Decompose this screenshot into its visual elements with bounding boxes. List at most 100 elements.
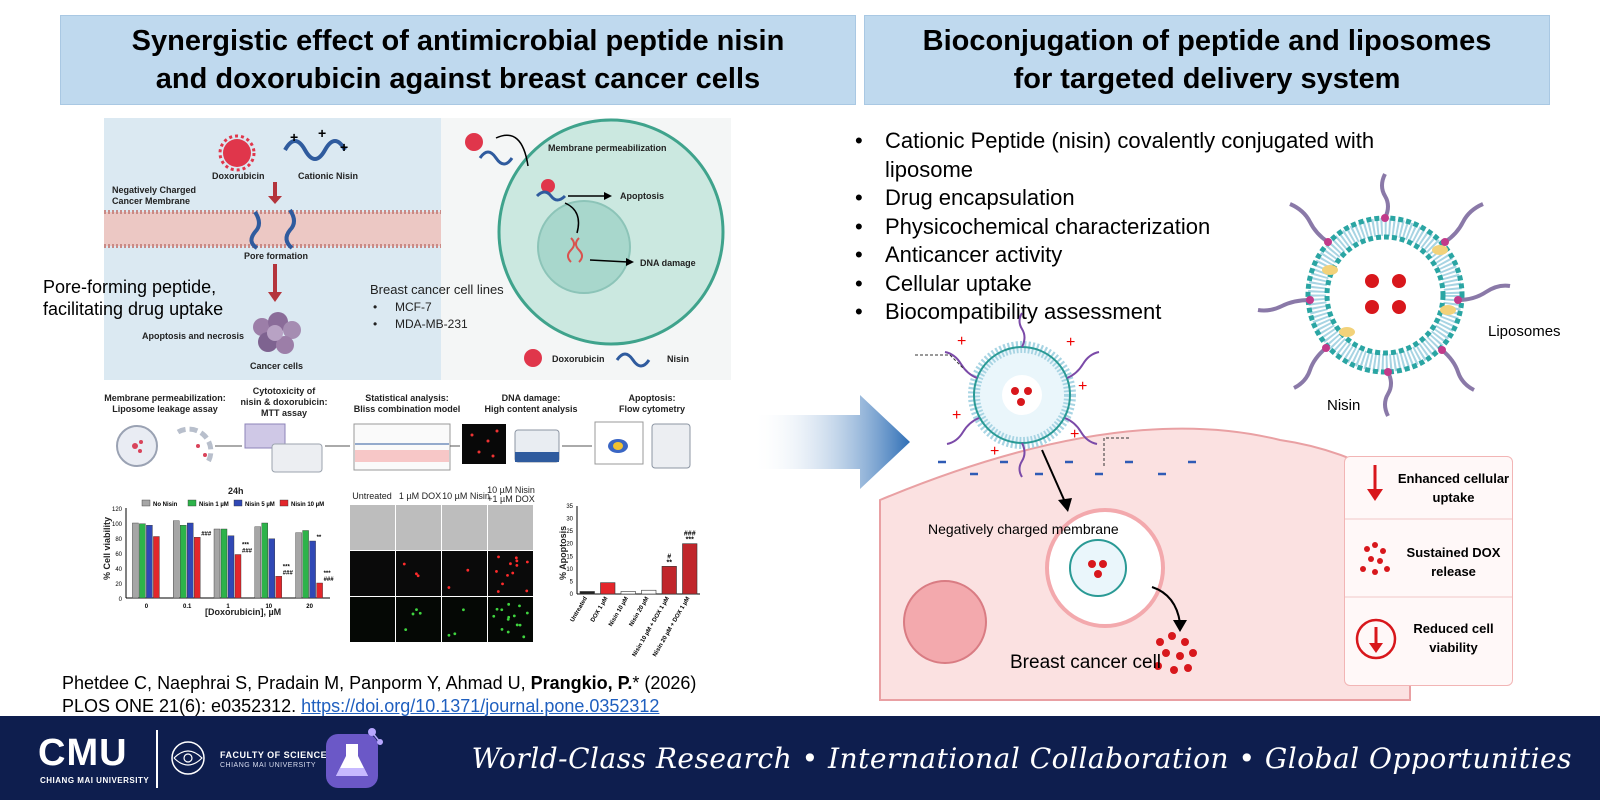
negatively-charged-membrane-label: Negatively charged membrane (928, 521, 1119, 537)
viability-bar (132, 522, 139, 599)
apoptosis-bar (579, 591, 595, 595)
negative-charges (938, 460, 1196, 476)
doxorubicin-label: Doxorubicin (212, 171, 265, 181)
micrograph-stain-dot (416, 574, 420, 578)
micrograph-stain-dot (414, 572, 418, 576)
viability-legend-label: Nisin 5 µM (245, 502, 275, 508)
micrograph-stain-dot (514, 556, 518, 560)
left-panel-title: Synergistic effect of antimicrobial pept… (60, 15, 856, 105)
nisin-liposome-diagram (1257, 173, 1511, 417)
micrograph-stain-dot (492, 614, 496, 618)
micrograph-stain-dot (518, 604, 521, 608)
bullet-item: Anticancer activity (855, 241, 1415, 270)
viability-y-tick: 20 (115, 582, 122, 588)
workflow-3-line1: Statistical analysis: (365, 393, 449, 403)
citation-corresponding-author: Prangkio, P. (530, 673, 633, 693)
viability-y-tick: 120 (112, 507, 123, 513)
doxorubicin-icon (218, 134, 256, 172)
viability-bar (220, 528, 228, 599)
apoptosis-significance-label: ### (684, 531, 696, 538)
micrograph-stain-dot (496, 590, 500, 593)
micrograph-tile (442, 551, 487, 596)
micrograph-stain-dot (447, 633, 451, 637)
viability-significance-label: *** (242, 543, 250, 549)
micrograph-stain-dot (415, 608, 418, 612)
viability-x-tick: 10 (265, 604, 272, 610)
viability-bar (179, 525, 187, 599)
legend-nisin-label: Nisin (667, 354, 689, 364)
micrograph-tile (350, 551, 395, 596)
viability-y-tick: 40 (115, 567, 122, 573)
micrograph-stain-dot (501, 582, 504, 586)
legend-enhanced-uptake-line2: uptake (1432, 490, 1475, 505)
cancer-cells-icon (253, 312, 301, 354)
left-title-line1: Synergistic effect of antimicrobial pept… (131, 25, 785, 57)
left-figure: Doxorubicin + + + Cationic Nisin Negativ… (102, 118, 731, 658)
micrograph-stain-dot (512, 614, 516, 618)
bullet-item: Cellular uptake (855, 270, 1415, 299)
apoptosis-x-tick: Nisin 20 µM (629, 596, 651, 628)
workflow-row: Membrane permeabilization: Liposome leak… (104, 386, 691, 473)
bullet-item: Physicochemical characterization (855, 213, 1415, 242)
apoptosis-y-tick: 35 (566, 504, 573, 510)
legend-enhanced-uptake-line1: Enhanced cellular (1397, 471, 1510, 486)
reduced-viability-icon (1355, 618, 1397, 660)
viability-bar (172, 520, 180, 599)
micrograph-stain-dot (515, 623, 519, 627)
micrograph-stain-dot (411, 612, 415, 616)
viability-bar (234, 554, 242, 599)
legend-doxorubicin-icon (524, 349, 542, 367)
cell-diagram (497, 118, 725, 346)
transition-arrow-icon (752, 395, 910, 489)
micrograph-stain-dot (462, 608, 465, 612)
bullet-item: Cationic Peptide (nisin) covalently conj… (855, 127, 1415, 184)
citation-authors: Phetdee C, Naephrai S, Pradain M, Panpor… (62, 673, 531, 693)
viability-bar (275, 576, 282, 599)
doi-link[interactable]: https://doi.org/10.1371/journal.pone.035… (301, 696, 660, 716)
viability-y-tick: 60 (115, 552, 122, 558)
microscopy-panel: Untreated 1 µM DOX 10 µM Nisin 10 µM Nis… (350, 485, 535, 642)
svg-text:+: + (1066, 334, 1075, 351)
liposome-outside-icon: ++ ++ ++ (915, 312, 1130, 512)
apoptosis-y-tick: 30 (566, 517, 573, 523)
legend-sustained-release: Sustained DOX release (1395, 543, 1512, 581)
workflow-2-line1: Cytotoxicity of (253, 386, 317, 396)
viability-bar (213, 528, 221, 599)
viability-significance-label: ### (201, 531, 212, 537)
dna-damage-label: DNA damage (640, 258, 696, 268)
footer-bar: CMU CHIANG MAI UNIVERSITY FACULTY OF SCI… (0, 716, 1600, 800)
apoptosis-x-tick: Nisin 10 µM (608, 596, 630, 628)
apoptosis-y-tick: 5 (570, 579, 574, 585)
apoptosis-x-tick: DOX 1 µM (590, 596, 609, 623)
viability-bar (227, 535, 235, 599)
micrograph-tile (350, 597, 395, 642)
viability-y-tick: 80 (115, 537, 122, 543)
cationic-nisin-icon (283, 139, 347, 161)
nisin-label: Nisin (1327, 397, 1361, 414)
neg-membrane-label-1: Negatively Charged (112, 185, 196, 195)
apoptosis-significance-label: # (667, 553, 671, 560)
workflow-3-line2: Bliss combination model (354, 404, 461, 414)
logo-divider (156, 730, 158, 788)
viability-bar (146, 525, 153, 599)
released-dox-icon (1154, 632, 1197, 674)
legend-reduced-viability-line2: viability (1429, 640, 1478, 655)
apoptosis-y-tick: 25 (566, 529, 573, 535)
right-title-line2: for targeted delivery system (1013, 63, 1401, 95)
pore-forming-line1: Pore-forming peptide, (43, 277, 217, 297)
viability-bar (139, 523, 146, 599)
apoptosis-x-tick: Untreated (570, 596, 589, 624)
viability-significance-label: *** (324, 571, 332, 577)
cancer-membrane (104, 208, 441, 250)
micrograph-stain-dot (500, 627, 504, 631)
micrograph-stain-dot (495, 607, 499, 611)
micrograph-stain-dot (506, 573, 509, 577)
faculty-label: FACULTY OF SCIENCE (220, 750, 328, 760)
apoptosis-x-tick: Nisin 20 µM + DOX 1 µM (652, 596, 691, 658)
micrograph-stain-dot (515, 559, 519, 563)
apoptosis-bar (600, 582, 616, 595)
viability-legend-label: Nisin 10 µM (291, 502, 324, 508)
